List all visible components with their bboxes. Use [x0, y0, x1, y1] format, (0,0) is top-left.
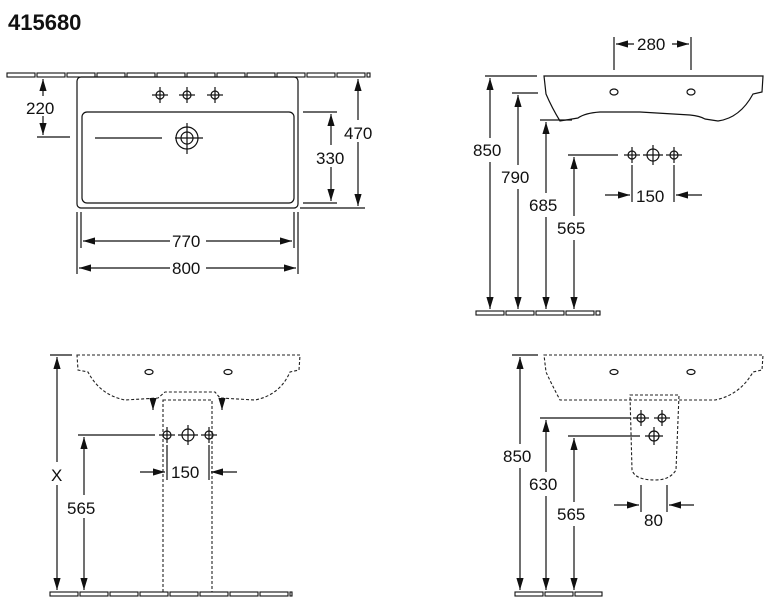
tile	[574, 591, 603, 597]
tile	[505, 310, 535, 316]
tile	[6, 72, 36, 78]
bowl-outline	[81, 111, 295, 204]
tap-hole-icon	[178, 425, 198, 445]
tap-hole-icon	[207, 87, 223, 103]
dim-280: 280	[637, 35, 665, 54]
tap-hole-icon	[201, 427, 217, 443]
dim-565: 565	[67, 499, 95, 518]
dim-470: 470	[344, 124, 372, 143]
tile	[475, 310, 505, 316]
tap-hole-icon	[645, 427, 663, 445]
dim-790: 790	[501, 168, 529, 187]
tile	[79, 591, 109, 597]
basin-side-outline	[543, 75, 764, 122]
dim-685: 685	[529, 196, 557, 215]
tap-hole-icon	[633, 410, 649, 426]
dim-850: 850	[503, 447, 531, 466]
tile	[139, 591, 169, 597]
tile	[595, 310, 601, 316]
tap-hole-icon	[624, 147, 640, 163]
dim-565: 565	[557, 219, 585, 238]
dim-80: 80	[644, 511, 663, 530]
tile	[366, 72, 371, 78]
tile	[49, 591, 79, 597]
side-pedestal-view: 850 630 565 80	[503, 354, 764, 597]
tile	[169, 591, 199, 597]
tile	[109, 591, 139, 597]
dim-330: 330	[316, 149, 344, 168]
tile	[306, 72, 336, 78]
dim-850: 850	[473, 141, 501, 160]
tile	[336, 72, 366, 78]
front-pedestal-view: X 565 150	[49, 354, 301, 597]
tile	[565, 310, 595, 316]
basin-outline	[76, 76, 299, 209]
dim-x: X	[51, 466, 62, 485]
side-view: 280 850 790 685 565 150	[473, 35, 764, 316]
tap-hole-icon	[654, 410, 670, 426]
dim-150: 150	[636, 187, 664, 206]
tap-hole-icon	[159, 427, 175, 443]
tile	[36, 72, 66, 78]
tile	[229, 591, 259, 597]
tile	[544, 591, 574, 597]
dim-770: 770	[172, 232, 200, 251]
tile	[259, 591, 289, 597]
tile	[514, 591, 544, 597]
tap-hole-icon	[179, 87, 195, 103]
tap-hole-icon	[152, 87, 168, 103]
wall-tiles	[6, 72, 371, 78]
product-number: 415680	[8, 10, 81, 35]
dim-630: 630	[529, 475, 557, 494]
tap-hole-icon	[666, 147, 682, 163]
dim-220: 220	[26, 99, 54, 118]
tap-hole-icon	[643, 145, 663, 165]
top-view: 220 330 470 770 800	[6, 72, 372, 278]
dim-800: 800	[172, 259, 200, 278]
dim-150: 150	[171, 463, 199, 482]
tile	[535, 310, 565, 316]
tile	[199, 591, 229, 597]
tile	[289, 591, 293, 597]
dim-565: 565	[557, 505, 585, 524]
